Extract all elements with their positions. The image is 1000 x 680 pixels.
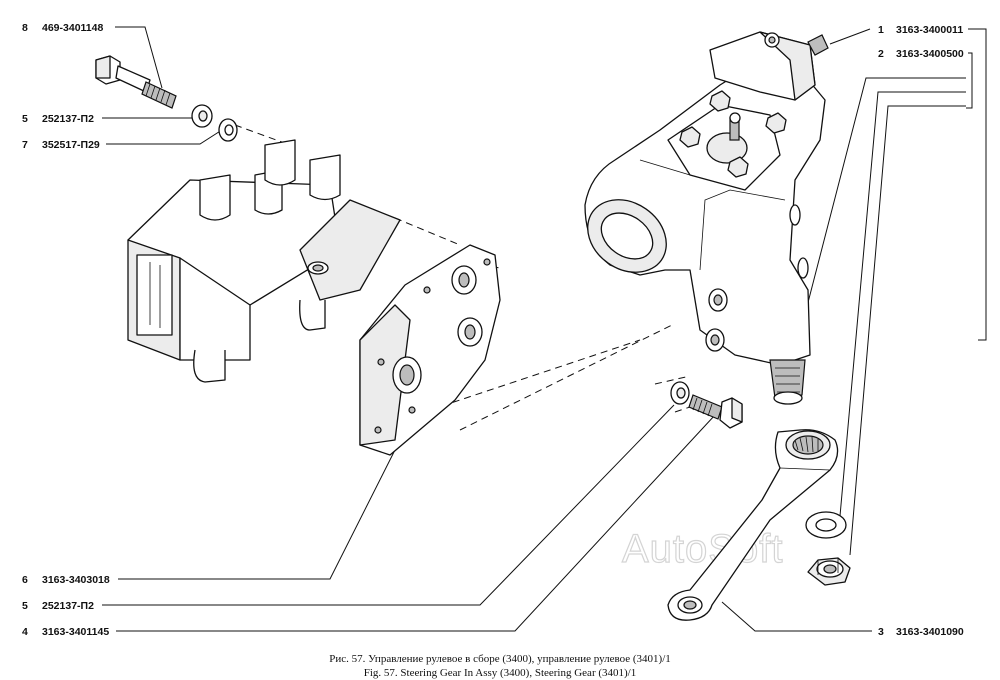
callout-3: 3 3163-3401090 [721, 601, 964, 638]
callout-4: 4 3163-3401145 [22, 414, 716, 638]
svg-text:5: 5 [22, 113, 28, 125]
callout-1: 1 3163-3400011 [829, 24, 987, 341]
svg-text:3163-3401145: 3163-3401145 [42, 626, 109, 638]
callout-8-top: 8 469-3401148 [22, 22, 163, 89]
svg-text:3: 3 [878, 626, 884, 638]
svg-text:7: 7 [22, 139, 28, 151]
svg-text:1: 1 [878, 24, 884, 36]
svg-text:8: 8 [22, 22, 28, 34]
lock-washer-2-icon [805, 511, 847, 539]
bolt-8-icon [95, 55, 177, 109]
washer-5-bottom-icon [670, 381, 690, 405]
caption-russian: Рис. 57. Управление рулевое в сборе (340… [329, 653, 671, 665]
washer-7-icon [218, 118, 238, 142]
svg-text:3163-3401090: 3163-3401090 [896, 626, 964, 638]
callout-6: 6 3163-3403018 [22, 439, 401, 586]
callout-7: 7 352517-П29 [22, 127, 226, 151]
svg-text:252137-П2: 252137-П2 [42, 113, 94, 125]
callout-2: 2 3163-3400500 [803, 48, 973, 556]
caption-english: Fig. 57. Steering Gear In Assy (3400), S… [364, 667, 637, 679]
svg-text:469-3401148: 469-3401148 [42, 22, 103, 34]
callout-5-top: 5 252137-П2 [22, 113, 192, 125]
washer-5-top-icon [191, 104, 213, 128]
svg-text:3163-3400011: 3163-3400011 [896, 24, 963, 36]
nut-2-icon [807, 557, 851, 586]
svg-text:6: 6 [22, 574, 28, 586]
svg-text:5: 5 [22, 600, 28, 612]
bolt-4-icon [688, 394, 743, 429]
steering-gear-1-icon [584, 31, 829, 405]
callout-5-bottom: 5 252137-П2 [22, 404, 675, 612]
svg-text:252137-П2: 252137-П2 [42, 600, 94, 612]
svg-text:3163-3403018: 3163-3403018 [42, 574, 110, 586]
mounting-plate-6-icon [359, 244, 501, 456]
frame-bracket-icon [127, 139, 401, 383]
pitman-arm-3-icon [667, 429, 839, 621]
svg-text:2: 2 [878, 48, 884, 60]
svg-text:4: 4 [22, 626, 28, 638]
svg-text:3163-3400500: 3163-3400500 [896, 48, 964, 60]
svg-text:352517-П29: 352517-П29 [42, 139, 100, 151]
